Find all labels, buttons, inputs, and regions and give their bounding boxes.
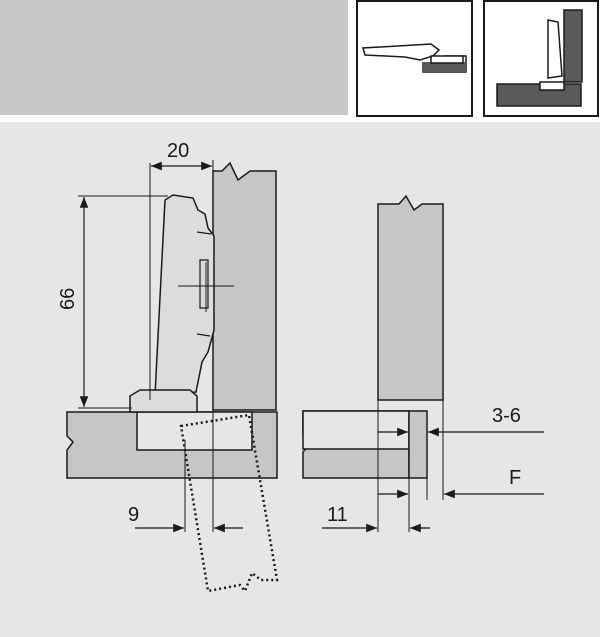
hinge-mounted-icon — [483, 0, 599, 117]
dimension-3-6-label: 3-6 — [492, 405, 521, 427]
dimension-9-label: 9 — [128, 504, 139, 526]
hinge-cup — [129, 389, 198, 413]
hinge-closed-icon — [356, 0, 473, 117]
header-bar — [0, 0, 348, 115]
hinge-arm — [154, 194, 215, 396]
dimension-20-label: 20 — [167, 140, 189, 162]
force-label: F — [509, 467, 521, 489]
dimension-11-label: 11 — [327, 504, 348, 526]
cabinet-side-panel-right — [377, 194, 444, 401]
cabinet-side-panel — [212, 161, 277, 411]
drawing-area — [0, 122, 600, 637]
hinge-cup-pocket — [136, 411, 253, 451]
door-edge-profile — [408, 410, 428, 479]
dimension-66-label: 66 — [57, 288, 79, 310]
